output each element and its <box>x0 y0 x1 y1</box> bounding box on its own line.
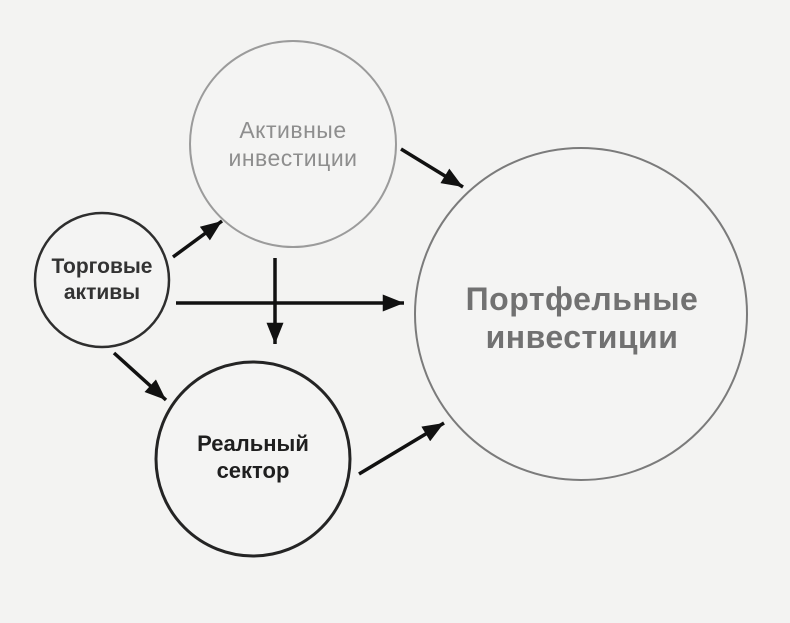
arrow-active-to-portfolio <box>400 147 464 189</box>
arrow-real-to-portfolio <box>358 421 445 476</box>
node-circle-active-investments <box>189 40 397 248</box>
node-circle-real-sector <box>154 360 352 558</box>
node-circle-trading-assets <box>33 211 171 349</box>
node-label-portfolio-investments: Портфельные инвестиции <box>465 281 699 355</box>
node-label-trading-assets: Торговые активы <box>51 255 153 304</box>
node-label-active-investments: Активные инвестиции <box>228 117 358 171</box>
arrow-trading-to-real <box>112 351 168 402</box>
node-label-real-sector: Реальный сектор <box>197 431 309 483</box>
arrow-trading-to-active <box>171 219 224 259</box>
node-circle-portfolio-investments <box>414 147 748 481</box>
